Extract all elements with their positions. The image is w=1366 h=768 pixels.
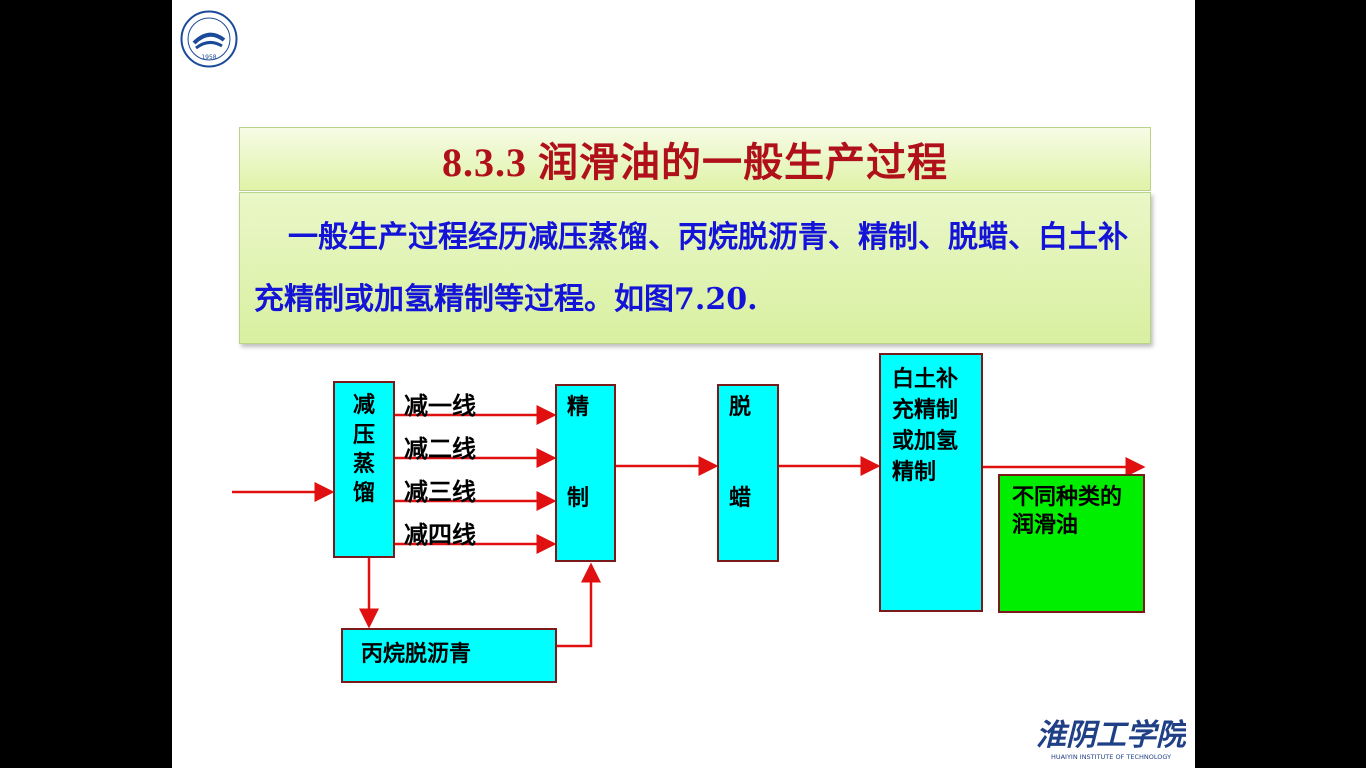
lubricant-product-box: 不同种类的润滑油 bbox=[998, 474, 1145, 613]
brand-name: 淮阴工学院 bbox=[1036, 718, 1186, 753]
vacuum-distillation-char-2: 压 bbox=[352, 422, 375, 448]
description-box: 一般生产过程经历减压蒸馏、丙烷脱沥青、精制、脱蜡、白土补充精制或加氢精制等过程。… bbox=[239, 192, 1151, 344]
line-label-3: 减三线 bbox=[404, 477, 476, 506]
slide-title: 8.3.3 润滑油的一般生产过程 bbox=[442, 140, 948, 185]
propane-deasphalting-label: 丙烷脱沥青 bbox=[361, 641, 472, 667]
vacuum-distillation-box: 减 压 蒸 馏 bbox=[333, 381, 395, 558]
dewaxing-box: 脱 蜡 bbox=[717, 384, 779, 562]
brand-english: HUAIYIN INSTITUTE OF TECHNOLOGY bbox=[1051, 753, 1171, 761]
vacuum-distillation-char-3: 蒸 bbox=[352, 451, 375, 477]
line-label-2: 减二线 bbox=[404, 434, 476, 463]
title-banner: 8.3.3 润滑油的一般生产过程 bbox=[239, 127, 1151, 191]
vacuum-distillation-char-4: 馏 bbox=[352, 480, 375, 506]
clay-refining-label: 白土补充精制或加氢精制 bbox=[892, 366, 959, 485]
line-label-4: 减四线 bbox=[404, 520, 476, 549]
description-text: 一般生产过程经历减压蒸馏、丙烷脱沥青、精制、脱蜡、白土补充精制或加氢精制等过程。… bbox=[254, 220, 1128, 317]
school-seal-logo: 1958 bbox=[180, 10, 238, 68]
refining-char-2: 制 bbox=[567, 485, 590, 511]
logo-year: 1958 bbox=[201, 54, 216, 61]
vacuum-distillation-char-1: 减 bbox=[352, 392, 375, 418]
refining-char-1: 精 bbox=[567, 394, 590, 420]
lubricant-product-label: 不同种类的润滑油 bbox=[1012, 484, 1123, 538]
dewaxing-char-2: 蜡 bbox=[729, 485, 752, 511]
line-label-1: 减一线 bbox=[404, 391, 476, 420]
clay-refining-box: 白土补充精制或加氢精制 bbox=[879, 353, 983, 612]
propane-deasphalting-box: 丙烷脱沥青 bbox=[341, 628, 557, 683]
propane-to-refining-arrow bbox=[556, 562, 601, 648]
dewaxing-char-1: 脱 bbox=[729, 394, 752, 420]
slide: 1958 8.3.3 润滑油的一般生产过程 一般生产过程经历减压蒸馏、丙烷脱沥青… bbox=[172, 0, 1195, 768]
school-name-logo: 淮阴工学院 HUAIYIN INSTITUTE OF TECHNOLOGY bbox=[1036, 718, 1186, 761]
refining-box: 精 制 bbox=[555, 384, 616, 562]
flow-arrows bbox=[232, 405, 1146, 648]
